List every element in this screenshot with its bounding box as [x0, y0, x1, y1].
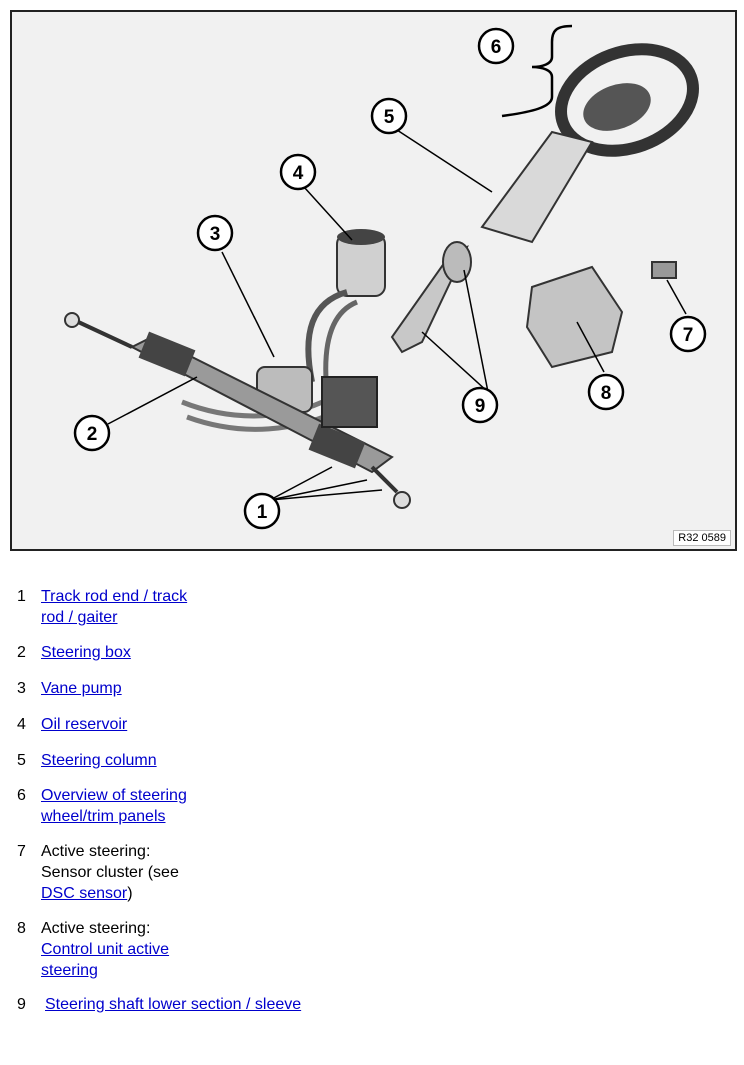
- leader-line: [269, 479, 368, 501]
- leader-line: [463, 269, 489, 393]
- track-rod-end-right-shape: [393, 491, 411, 509]
- callout-5: 5: [370, 97, 408, 135]
- legend-number: 9: [17, 996, 26, 1013]
- legend-link[interactable]: Control unit active: [41, 941, 170, 958]
- track-rod-end-left-shape: [64, 312, 80, 328]
- leader-line: [269, 489, 383, 501]
- steering-column-shape: [480, 130, 594, 244]
- svg-text:6: 6: [491, 37, 502, 58]
- diagram-drawing: 1 2 3 4 5 6 7 8 9: [64, 24, 707, 530]
- legend-line: Steering column: [41, 750, 401, 771]
- legend-link[interactable]: wheel/trim panels: [41, 808, 166, 825]
- legend-description: Active steering: Control unit active steer…: [41, 918, 401, 981]
- legend-link[interactable]: Overview of steering: [41, 787, 187, 804]
- legend-link[interactable]: Steering column: [41, 752, 157, 769]
- leader-line: [396, 129, 493, 193]
- track-rod-left-shape: [73, 318, 133, 349]
- legend-line: Track rod end / track: [41, 586, 401, 607]
- callout-2: 2: [73, 414, 111, 452]
- legend-line: Steering shaft lower section / sleeve: [45, 994, 405, 1015]
- leader-line: [269, 466, 333, 501]
- leader-line: [421, 331, 489, 393]
- legend-line: rod / gaiter: [41, 607, 401, 628]
- legend-link[interactable]: Oil reservoir: [41, 716, 128, 733]
- legend-link[interactable]: Steering shaft lower section / sleeve: [45, 996, 302, 1013]
- sensor-cluster-shape: [651, 261, 677, 279]
- hose-shape: [305, 289, 348, 383]
- svg-text:7: 7: [683, 325, 694, 346]
- legend-description: Vane pump: [41, 678, 401, 699]
- legend-link[interactable]: Steering box: [41, 644, 131, 661]
- svg-text:4: 4: [293, 163, 304, 184]
- legend-line: Vane pump: [41, 678, 401, 699]
- rack-gaiter-left-shape: [138, 331, 196, 377]
- svg-text:5: 5: [384, 107, 395, 128]
- callout-8: 8: [587, 373, 625, 411]
- shaft-sleeve-shape: [442, 241, 472, 283]
- legend-description: Oil reservoir: [41, 714, 401, 735]
- callout-6: 6: [477, 27, 515, 65]
- legend-number: 7: [17, 843, 26, 860]
- leader-line: [666, 279, 687, 315]
- legend-line: Active steering:: [41, 841, 401, 862]
- legend-text: Active steering:: [41, 920, 151, 937]
- legend-line: wheel/trim panels: [41, 806, 401, 827]
- legend-number: 8: [17, 920, 26, 937]
- svg-text:2: 2: [87, 424, 98, 445]
- legend-text: Sensor cluster (see: [41, 864, 179, 881]
- svg-text:1: 1: [257, 502, 268, 523]
- legend-description: Overview of steering wheel/trim panels: [41, 785, 401, 827]
- legend-line: Steering box: [41, 642, 401, 663]
- legend-link[interactable]: steering: [41, 962, 98, 979]
- active-steering-actuator-shape: [321, 376, 378, 428]
- callout-3: 3: [196, 214, 234, 252]
- legend-link[interactable]: DSC sensor: [41, 885, 128, 902]
- legend-number: 2: [17, 644, 26, 661]
- legend-text: ): [127, 885, 133, 902]
- legend-line: steering: [41, 960, 401, 981]
- legend-line: Active steering:: [41, 918, 401, 939]
- legend-line: Sensor cluster (see: [41, 862, 401, 883]
- legend-description: Steering box: [41, 642, 401, 663]
- track-rod-right-shape: [370, 465, 399, 494]
- legend-link[interactable]: Track rod end / track: [41, 588, 188, 605]
- leader-line: [107, 376, 198, 425]
- legend-description: Steering shaft lower section / sleeve: [45, 994, 405, 1015]
- legend-line: Overview of steering: [41, 785, 401, 806]
- reservoir-cap-shape: [337, 229, 385, 245]
- bracket-6: [501, 24, 573, 118]
- legend-number: 4: [17, 716, 26, 733]
- leader-line: [303, 186, 353, 241]
- legend-description: Steering column: [41, 750, 401, 771]
- legend-number: 6: [17, 787, 26, 804]
- legend-line: DSC sensor): [41, 883, 401, 904]
- control-unit-shape: [525, 265, 624, 369]
- airbag-hub-shape: [583, 83, 651, 131]
- steering-wheel-shape: [555, 43, 699, 157]
- callout-4: 4: [279, 153, 317, 191]
- rack-gaiter-right-shape: [308, 423, 366, 469]
- legend-number: 1: [17, 588, 26, 605]
- leader-line: [576, 321, 605, 373]
- callout-1: 1: [243, 492, 281, 530]
- legend-number: 5: [17, 752, 26, 769]
- legend-number: 3: [17, 680, 26, 697]
- legend-text: Active steering:: [41, 843, 151, 860]
- legend-line: Control unit active: [41, 939, 401, 960]
- legend-line: Oil reservoir: [41, 714, 401, 735]
- leader-line: [221, 251, 275, 358]
- svg-text:3: 3: [210, 224, 221, 245]
- steering-system-diagram: 1 2 3 4 5 6 7 8 9 R32 0589: [10, 10, 737, 551]
- figure-code: R32 0589: [673, 530, 731, 546]
- legend-link[interactable]: Vane pump: [41, 680, 122, 697]
- legend-link[interactable]: rod / gaiter: [41, 609, 118, 626]
- svg-text:9: 9: [475, 396, 486, 417]
- callout-7: 7: [669, 315, 707, 353]
- callout-9: 9: [461, 386, 499, 424]
- legend-description: Track rod end / track rod / gaiter: [41, 586, 401, 628]
- svg-text:8: 8: [601, 383, 612, 404]
